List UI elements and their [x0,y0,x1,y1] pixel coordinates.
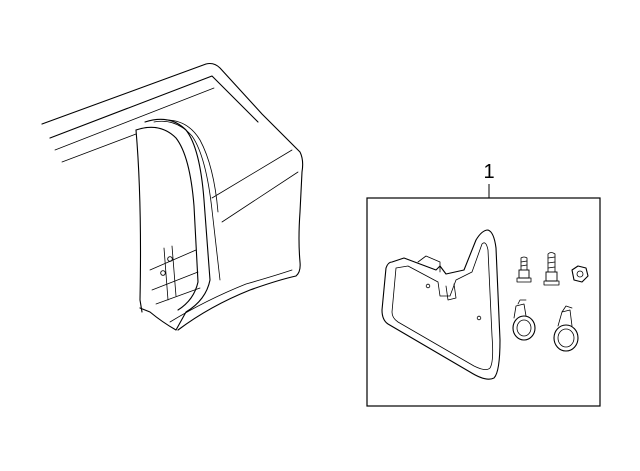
mud-flap [381,229,501,380]
screw-long [543,252,560,286]
screw-short [516,256,532,283]
mount-hole [160,270,166,276]
mount-hole [167,256,173,262]
quarter-panel [41,62,304,331]
callout-1-label: 1 [483,161,495,183]
parts-kit-box [366,197,601,407]
hex-nut [571,265,589,283]
clamp-left [512,299,536,341]
clamp-right [553,305,579,352]
